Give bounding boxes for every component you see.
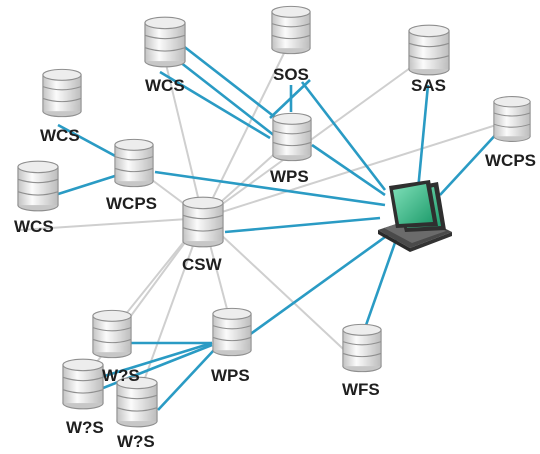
database-icon [182, 196, 224, 248]
link-wps-top-laptop [311, 143, 386, 197]
link-wcps-right-laptop [439, 129, 501, 196]
database-icon [42, 68, 82, 118]
label-wps-top: WPS [270, 167, 309, 186]
label-w-s-1: W?S [102, 366, 140, 385]
link-csw-wcps-right [202, 119, 513, 219]
label-wcs-left-lower: WCS [14, 217, 54, 236]
database-icon [408, 24, 450, 76]
label-sos: SOS [273, 65, 309, 84]
link-wps-top-sos-cross [269, 79, 311, 119]
link-csw-sas [202, 54, 429, 219]
database-icon [144, 16, 186, 68]
link-wcs-top-wps-top-2 [179, 60, 281, 142]
link-csw-sos [202, 44, 289, 219]
link-csw-w-s-2 [79, 217, 204, 386]
database-icon [493, 96, 531, 142]
link-wcps-left-laptop [154, 170, 386, 207]
label-wcs-top: WCS [145, 76, 185, 95]
database-icon [17, 160, 59, 212]
link-wps-bottom-laptop [244, 230, 393, 340]
label-wcps-left: WCPS [106, 194, 157, 213]
label-wcs-left-upper: WCS [40, 126, 80, 145]
label-wcps-right: WCPS [485, 151, 536, 170]
label-csw: CSW [182, 255, 223, 274]
database-icon [114, 138, 154, 188]
database-icon [212, 307, 252, 357]
link-sas-laptop [416, 84, 430, 191]
link-csw-wfs [202, 217, 356, 361]
primary-links [54, 43, 501, 411]
laptop-icon [378, 180, 452, 252]
link-w-s-3-wps-bottom [157, 349, 215, 411]
link-wcs-top-wps-top-3 [159, 70, 271, 140]
link-csw-laptop [224, 216, 381, 234]
label-w-s-2: W?S [66, 418, 104, 437]
link-wcs-left-lower-wcps-left [54, 173, 119, 197]
database-icon [92, 309, 132, 359]
label-wfs: WFS [342, 380, 380, 399]
database-icon [271, 5, 311, 55]
node-labels: WCS SOS SAS WCS WPS WCPS WCPS WCS CSW WP… [14, 65, 536, 451]
link-csw-wcs-left-lower [19, 217, 204, 231]
database-icon [342, 323, 382, 373]
database-icon [272, 112, 312, 162]
link-csw-wcs-top [164, 59, 204, 219]
link-w-s-2-wps-bottom-a [97, 341, 213, 380]
link-wcs-top-wps-top-1 [181, 43, 286, 127]
label-wps-bottom: WPS [211, 366, 250, 385]
label-w-s-3: W?S [117, 432, 155, 451]
link-sos-laptop [300, 81, 387, 191]
label-sas: SAS [411, 76, 446, 95]
link-wfs-laptop [363, 236, 399, 329]
database-icon [62, 358, 104, 410]
